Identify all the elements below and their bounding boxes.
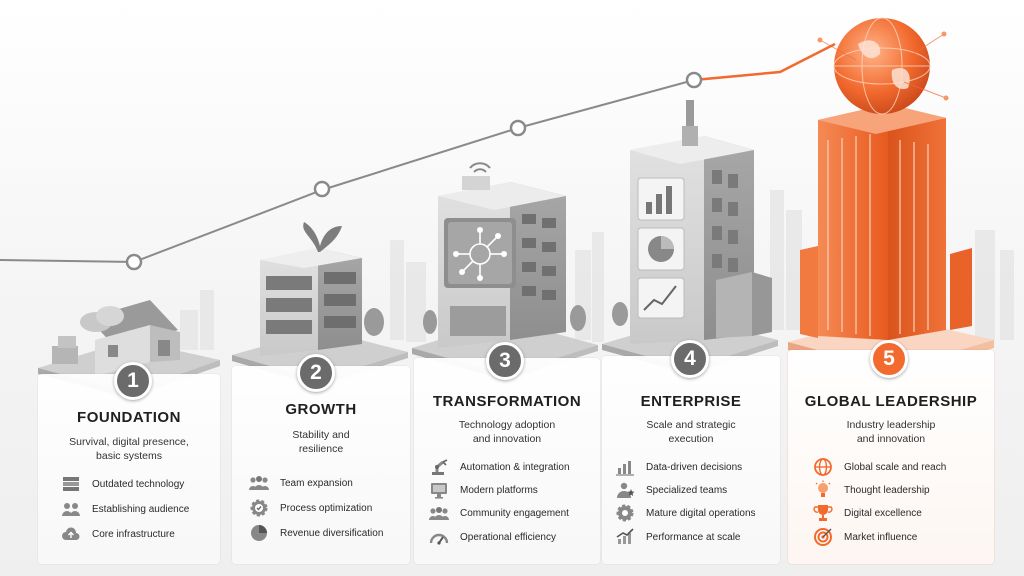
target-icon [812, 527, 834, 547]
feature-item: Market influence [812, 527, 917, 547]
enterprise-tower [602, 100, 778, 374]
feature-item: Revenue diversification [248, 523, 383, 543]
feature-item: Performance at scale [614, 527, 741, 547]
wall-chart-bars [637, 177, 685, 221]
stage-number-badge-4: 4 [671, 340, 709, 378]
wall-chart-pie [637, 227, 685, 271]
trend-node-4 [685, 71, 703, 89]
stage-title-3: TRANSFORMATION [432, 393, 582, 410]
feature-item: Modern platforms [428, 480, 538, 500]
trend-node-1 [125, 253, 143, 271]
cloud-upload-icon [60, 524, 82, 544]
feature-item: Mature digital operations [614, 503, 756, 523]
gear-icon [614, 503, 636, 523]
growth-chart-icon [614, 527, 636, 547]
audience-icon [60, 499, 82, 519]
team-icon [248, 473, 270, 493]
trophy-icon [812, 503, 834, 523]
global-tower [788, 17, 994, 378]
community-icon [428, 503, 450, 523]
specialist-icon [614, 480, 636, 500]
stage-number-badge-2: 2 [297, 354, 335, 392]
stage-title-5: GLOBAL LEADERSHIP [804, 393, 978, 410]
growth-trend-line [0, 42, 836, 271]
trend-node-2 [313, 180, 331, 198]
bar-chart-icon [614, 457, 636, 477]
stage-number-badge-1: 1 [114, 362, 152, 400]
feature-item: Establishing audience [60, 499, 189, 519]
feature-item: Operational efficiency [428, 527, 556, 547]
feature-item: Data-driven decisions [614, 457, 742, 477]
trend-node-3 [509, 119, 527, 137]
stage-title-1: FOUNDATION [77, 409, 181, 426]
stage-title-4: ENTERPRISE [640, 393, 742, 410]
pie-chart-icon [248, 523, 270, 543]
globe-icon [812, 457, 834, 477]
feature-item: Team expansion [248, 473, 353, 493]
stage-number-badge-5: 5 [870, 340, 908, 378]
gear-check-icon [248, 498, 270, 518]
feature-item: Outdated technology [60, 474, 184, 494]
gauge-icon [428, 527, 450, 547]
feature-item: Community engagement [428, 503, 569, 523]
lightbulb-icon [812, 480, 834, 500]
robot-arm-icon [428, 457, 450, 477]
server-stack-icon [60, 474, 82, 494]
feature-item: Digital excellence [812, 503, 922, 523]
stage-subtitle-1: Survival, digital presence,basic systems [69, 436, 189, 462]
feature-item: Thought leadership [812, 480, 930, 500]
feature-item: Specialized teams [614, 480, 727, 500]
skyline-silhouette [180, 190, 1014, 350]
stage-title-2: GROWTH [285, 401, 357, 418]
stage-number-badge-3: 3 [486, 342, 524, 380]
feature-item: Process optimization [248, 498, 372, 518]
feature-item: Core infrastructure [60, 524, 175, 544]
wall-chart-line [637, 277, 685, 319]
monitor-icon [428, 480, 450, 500]
feature-item: Global scale and reach [812, 457, 946, 477]
feature-item: Automation & integration [428, 457, 570, 477]
